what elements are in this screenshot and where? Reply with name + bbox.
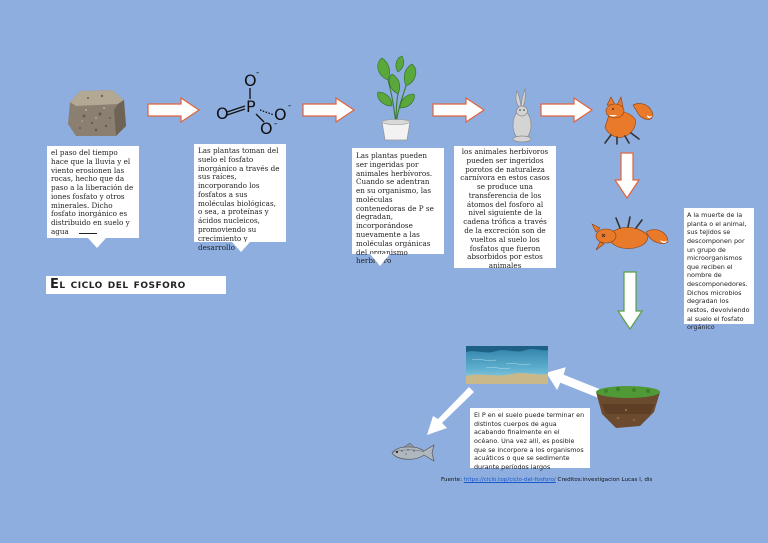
text-ocean-sediment: El P en el suelo puede terminar en disti… xyxy=(474,411,585,471)
rock-image xyxy=(68,90,126,136)
arrow-ocean-to-fish xyxy=(427,387,474,435)
atom-oxygen-right: O xyxy=(274,105,287,124)
arrow-phosphate-to-plant xyxy=(302,96,356,124)
text-rock-erosion: el paso del tiempo hace que la lluvia y … xyxy=(51,148,134,237)
arrow-soil-to-ocean xyxy=(546,367,604,399)
page-title: El ciclo del fosforo xyxy=(46,276,226,294)
callout-herbivores-tail xyxy=(370,254,390,266)
potted-plant-image xyxy=(377,55,417,141)
rabbit-image xyxy=(512,87,532,143)
charge-right: - xyxy=(288,101,291,111)
callout-plants-absorb: Las plantas toman del suelo el fosfato i… xyxy=(194,144,286,251)
atom-phosphorus: P xyxy=(246,97,256,116)
dead-fox-image xyxy=(591,216,669,251)
text-carnivores: los animales herbívoros pueden ser inger… xyxy=(460,147,550,271)
callout-carnivores: los animales herbívoros pueden ser inger… xyxy=(454,146,556,271)
phosphate-molecule-diagram: O - P O O - O - xyxy=(216,68,291,138)
footer-credits-text: Creditos:investigacion Lucas l, dis xyxy=(557,477,653,483)
arrow-fox-to-dead-fox xyxy=(613,152,641,200)
charge-top: - xyxy=(256,68,259,78)
arrow-plant-to-rabbit xyxy=(432,96,486,124)
atom-oxygen-left: O xyxy=(216,104,229,123)
soil-island-image xyxy=(596,386,660,428)
fish-image xyxy=(391,442,435,462)
callout-rock-tail xyxy=(88,238,106,248)
text-plants-absorb: Las plantas toman del suelo el fosfato i… xyxy=(198,146,280,252)
callout-decomposers: A la muerte de la planta o el animal, su… xyxy=(684,208,754,331)
callout-rock-erosion: el paso del tiempo hace que la lluvia y … xyxy=(47,146,139,238)
fox-image xyxy=(604,96,654,145)
callout-ocean-sediment: El P en el suelo puede terminar en disti… xyxy=(470,408,590,471)
atom-oxygen-bottom: O xyxy=(260,119,273,138)
text-decomposers: A la muerte de la planta o el animal, su… xyxy=(687,211,750,332)
footer-credits: Fuente: https://ciclo.top/ciclo-del-fosf… xyxy=(441,477,681,483)
arrow-dead-fox-to-soil xyxy=(616,271,644,331)
ocean-image xyxy=(466,346,548,384)
callout-herbivores: Las plantas pueden ser ingeridas por ani… xyxy=(352,148,444,265)
footer-source-label: Fuente: xyxy=(441,477,462,483)
arrow-rock-to-phosphate xyxy=(147,96,201,124)
atom-oxygen-top: O xyxy=(244,71,257,90)
arrow-rabbit-to-fox xyxy=(540,96,594,124)
text-herbivores: Las plantas pueden ser ingeridas por ani… xyxy=(356,151,434,266)
callout-plants-tail xyxy=(232,242,250,252)
underline-decoration xyxy=(79,232,98,235)
charge-bottom: - xyxy=(274,119,277,129)
footer-source-link[interactable]: https://ciclo.top/ciclo-del-fosforo/ xyxy=(463,477,556,483)
